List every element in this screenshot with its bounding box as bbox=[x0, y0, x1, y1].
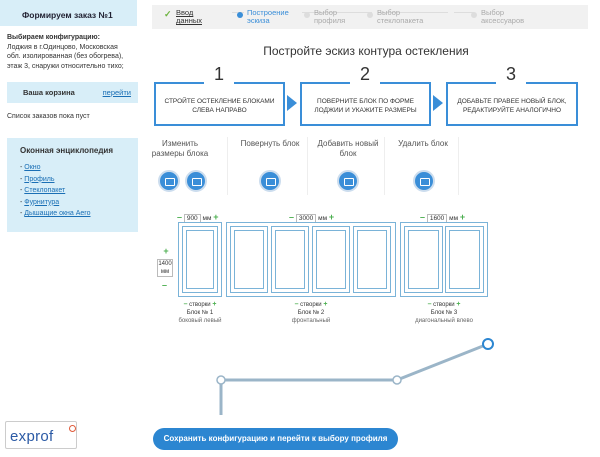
contour-line bbox=[219, 342, 489, 415]
current-step-dot bbox=[237, 12, 243, 18]
instruction-box-3: Добавьте правее новый блок, редактируйте… bbox=[446, 82, 578, 126]
arrow-right-icon bbox=[433, 95, 443, 111]
action-rotate-label: Повернуть блок bbox=[240, 139, 300, 148]
arrow-right-icon bbox=[287, 95, 297, 111]
encyclopedia-item[interactable]: - Стеклопакет bbox=[20, 187, 66, 194]
config-label: Выбираем конфигурацию: bbox=[7, 34, 100, 41]
cart-title: Ваша корзина bbox=[23, 88, 75, 97]
config-summary: Выбираем конфигурацию: Лоджия в г.Одинцо… bbox=[0, 26, 137, 71]
encyclopedia-item[interactable]: - Окно bbox=[20, 164, 41, 171]
encyclopedia-title: Оконная энциклопедия bbox=[20, 146, 114, 155]
order-title: Формируем заказ №1 bbox=[0, 0, 137, 26]
sidebar: Формируем заказ №1 Выбираем конфигурацию… bbox=[0, 0, 138, 457]
contour-node bbox=[216, 375, 226, 385]
page-title: Постройте эскиз контура остекления bbox=[263, 44, 469, 58]
rotate-icon[interactable] bbox=[259, 170, 281, 192]
instruction-number-1: 1 bbox=[204, 64, 234, 85]
progress-steps: ✓ Ввод данных Построение эскиза Выбор пр… bbox=[152, 5, 588, 29]
encyclopedia-item[interactable]: - Дышащие окна Aero bbox=[20, 210, 91, 217]
check-icon: ✓ bbox=[164, 9, 172, 19]
delete-icon[interactable] bbox=[413, 170, 435, 192]
view-icon[interactable] bbox=[185, 170, 207, 192]
height-control[interactable]: + bbox=[163, 246, 169, 256]
contour-node bbox=[392, 375, 402, 385]
instruction-number-2: 2 bbox=[350, 64, 380, 85]
block-3[interactable] bbox=[400, 222, 488, 297]
block-2[interactable] bbox=[226, 222, 396, 297]
action-delete-label: Удалить блок bbox=[398, 139, 448, 148]
exprof-logo[interactable]: exprof bbox=[5, 421, 77, 449]
contour-end-node bbox=[482, 338, 494, 350]
cart-panel: Ваша корзина перейти bbox=[7, 82, 138, 103]
config-text: Лоджия в г.Одинцово, Московская обл. изо… bbox=[7, 43, 124, 70]
add-block-icon[interactable] bbox=[337, 170, 359, 192]
resize-icon[interactable] bbox=[158, 170, 180, 192]
encyclopedia-panel: Оконная энциклопедия - Окно - Профиль - … bbox=[7, 138, 138, 232]
height-minus[interactable]: – bbox=[162, 280, 168, 290]
block-1[interactable] bbox=[178, 222, 222, 297]
save-config-button[interactable]: Сохранить конфигурацию и перейти к выбор… bbox=[153, 428, 398, 450]
cart-link[interactable]: перейти bbox=[102, 88, 131, 97]
instruction-box-1: Стройте остекление блоками слева направо bbox=[154, 82, 285, 126]
action-add-label: Добавить новый блок bbox=[317, 139, 379, 158]
logo-mark-icon bbox=[69, 425, 76, 432]
encyclopedia-item[interactable]: - Фурнитура bbox=[20, 198, 60, 206]
instruction-number-3: 3 bbox=[496, 64, 526, 85]
cart-empty-text: Список заказов пока пуст bbox=[7, 113, 90, 120]
action-resize-label: Изменить размеры блока bbox=[151, 139, 209, 158]
encyclopedia-item[interactable]: - Профиль bbox=[20, 175, 55, 183]
